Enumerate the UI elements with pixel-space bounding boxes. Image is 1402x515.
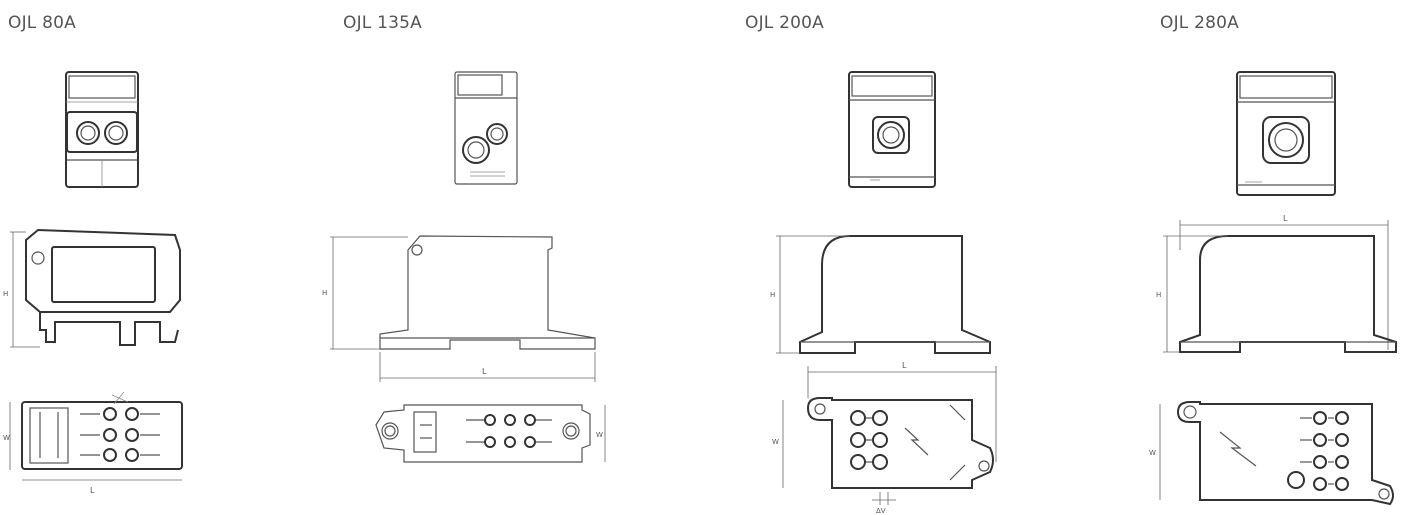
ojl-80a-front-view bbox=[65, 71, 139, 188]
ojl-280a-width-label: W bbox=[1149, 449, 1156, 457]
ojl-280a-height-label: H bbox=[1156, 291, 1161, 299]
ojl-135a-front-view bbox=[454, 71, 518, 185]
ojl-135a-top-view: W bbox=[375, 404, 606, 463]
ojl-280a-front-view bbox=[1236, 71, 1336, 196]
ojl-135a-length-label: L bbox=[482, 367, 487, 376]
ojl-280a-length-label: L bbox=[1283, 214, 1288, 223]
ojl-200a-side-view: H bbox=[770, 235, 991, 354]
product-title-ojl-80a: OJL 80A bbox=[8, 13, 76, 33]
product-title-ojl-200a: OJL 200A bbox=[745, 13, 824, 33]
product-title-ojl-135a: OJL 135A bbox=[343, 13, 422, 33]
ojl-135a-height-label: H bbox=[322, 289, 327, 297]
lightning-bolt-icon bbox=[904, 427, 929, 456]
ojl-200a-front-view bbox=[848, 71, 936, 188]
ojl-135a-width-label: W bbox=[596, 431, 603, 439]
ojl-280a-side-view: L H bbox=[1156, 214, 1397, 353]
ojl-80a-top-view: W L bbox=[3, 391, 183, 495]
ojl-280a-top-view: W bbox=[1149, 401, 1394, 506]
ojl-80a-side-view: H bbox=[3, 228, 181, 348]
ojl-200a-top-view: L W ΔV bbox=[772, 361, 997, 515]
ojl-200a-width-label: W bbox=[772, 438, 779, 446]
ojl-135a-side-view: H L bbox=[322, 235, 596, 382]
ojl-80a-width-label: W bbox=[3, 434, 10, 442]
ojl-200a-rail-label: ΔV bbox=[876, 507, 886, 515]
lightning-bolt-icon bbox=[1219, 431, 1257, 467]
product-title-ojl-280a: OJL 280A bbox=[1160, 13, 1239, 33]
ojl-80a-height-label: H bbox=[3, 290, 8, 298]
ojl-200a-height-label: H bbox=[770, 291, 775, 299]
ojl-200a-length-label: L bbox=[902, 361, 907, 370]
ojl-80a-length-label: L bbox=[90, 486, 95, 495]
